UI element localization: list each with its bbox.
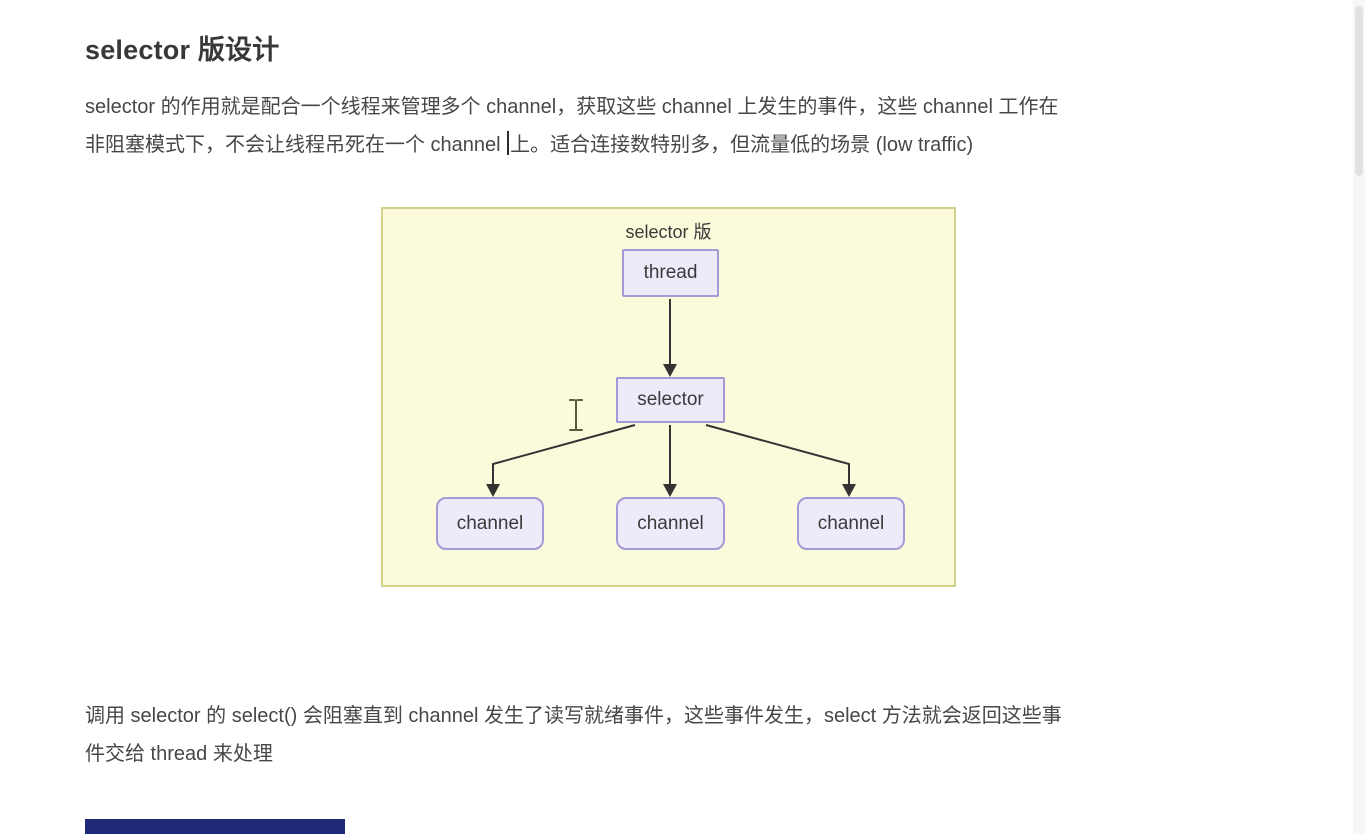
paragraph-select-behavior[interactable]: 调用 selector 的 select() 会阻塞直到 channel 发生了… <box>85 697 1260 773</box>
paragraph-intro-line2-before: 非阻塞模式下，不会让线程吊死在一个 channel <box>85 134 507 156</box>
node-channel-3: channel <box>797 497 905 550</box>
scrollbar-thumb[interactable] <box>1355 6 1363 176</box>
selector-diagram: selector 版 thread selector channel chann… <box>381 207 956 587</box>
paragraph-intro-line2-after: 上。适合连接数特别多，但流量低的场景 (low traffic) <box>510 134 974 156</box>
text-caret <box>507 131 510 155</box>
node-channel-2-label: channel <box>637 512 704 534</box>
node-channel-1: channel <box>436 497 544 550</box>
page-title[interactable]: selector 版设计 <box>85 35 280 65</box>
vertical-scrollbar[interactable] <box>1353 0 1365 834</box>
node-thread: thread <box>622 249 719 297</box>
paragraph-intro[interactable]: selector 的作用就是配合一个线程来管理多个 channel，获取这些 c… <box>85 88 1260 164</box>
paragraph-intro-line1: selector 的作用就是配合一个线程来管理多个 channel，获取这些 c… <box>85 96 1059 118</box>
node-selector-label: selector <box>637 389 704 410</box>
paragraph-select-line2: 件交给 thread 来处理 <box>85 743 273 765</box>
node-selector: selector <box>616 377 725 423</box>
node-channel-3-label: channel <box>817 512 885 534</box>
diagram-title: selector 版 <box>625 222 712 242</box>
node-channel-1-label: channel <box>456 512 524 534</box>
ibeam-cursor-icon <box>569 399 583 431</box>
diagram-arrows <box>486 299 856 497</box>
bottom-navy-bar <box>85 819 345 834</box>
node-channel-2: channel <box>616 497 725 550</box>
paragraph-select-line1: 调用 selector 的 select() 会阻塞直到 channel 发生了… <box>85 705 1062 727</box>
node-thread-label: thread <box>643 262 698 283</box>
